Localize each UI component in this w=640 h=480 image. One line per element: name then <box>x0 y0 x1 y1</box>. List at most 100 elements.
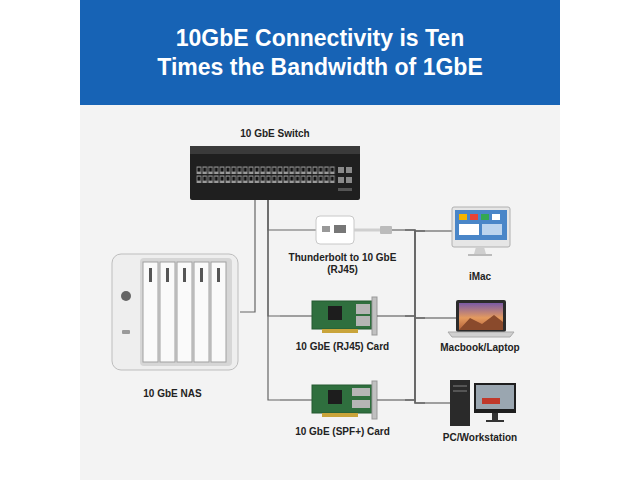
monitor-frame <box>474 383 516 413</box>
network-link <box>268 200 280 230</box>
laptop-base <box>448 332 514 337</box>
card-bracket <box>372 297 377 335</box>
adapter-cable <box>354 229 380 232</box>
bay-latch <box>183 268 186 282</box>
drive-bay <box>160 262 175 362</box>
title-text: 10GbE Connectivity is Ten Times the Band… <box>100 24 540 82</box>
switch-node: 10 GbE Switch <box>185 128 365 200</box>
app-icon <box>481 214 489 220</box>
bay-latch <box>149 268 152 282</box>
adapter-body <box>316 216 354 244</box>
screen-dune <box>459 315 503 330</box>
app-icon <box>492 214 500 220</box>
network-link <box>268 200 280 316</box>
app-window <box>482 224 502 235</box>
laptop-illustration <box>425 300 514 337</box>
node-label: iMac <box>425 271 535 283</box>
header-band <box>80 0 560 105</box>
monitor-frame <box>452 207 510 247</box>
panel-background <box>80 105 560 480</box>
pc-illustration <box>425 380 516 426</box>
node-label: Thunderbolt to 10 GbE (RJ45) <box>280 252 405 276</box>
sfp-card-illustration <box>280 381 405 419</box>
monitor-screen <box>476 385 514 409</box>
nas-front <box>140 258 232 366</box>
card-chip <box>328 306 342 320</box>
cable-plug <box>380 226 392 234</box>
drive-bay <box>177 262 192 362</box>
card-fingers <box>322 413 358 417</box>
adapter-port <box>322 226 330 232</box>
device-node: PC/Workstation <box>425 378 535 444</box>
bay-latch <box>217 268 220 282</box>
cable-stub <box>425 317 456 318</box>
card-pcb <box>312 385 372 413</box>
drive-bay <box>143 262 158 362</box>
app-icon <box>459 214 467 220</box>
network-link <box>405 316 425 403</box>
nas-illustration <box>112 254 238 370</box>
nas-logo <box>121 291 131 301</box>
sfp-port <box>346 167 352 173</box>
card-port <box>352 388 370 396</box>
screen-truck <box>482 398 500 404</box>
switch-logo <box>338 188 352 191</box>
switch-top <box>190 146 360 154</box>
network-link <box>268 200 280 400</box>
laptop-lid <box>456 300 506 332</box>
sfp-port <box>338 177 344 183</box>
node-label: PC/Workstation <box>425 432 535 444</box>
card-port <box>356 316 370 326</box>
app-window <box>459 224 479 235</box>
network-link <box>405 400 425 403</box>
node-label: 10 GbE Switch <box>185 128 365 140</box>
card-bracket <box>372 381 377 419</box>
rj45-card-illustration <box>280 297 405 335</box>
node-label: 10 GbE (RJ45) Card <box>280 341 405 353</box>
app-icon <box>470 214 478 220</box>
drive-slot <box>453 385 467 387</box>
card-fingers <box>322 329 358 333</box>
device-node: Macbook/Laptop <box>425 298 535 354</box>
cable-stub <box>377 399 405 400</box>
laptop-screen <box>459 303 503 330</box>
node-label: 10 GbE NAS <box>105 388 240 400</box>
cable-stub <box>392 229 405 230</box>
title-band: 10GbE Connectivity is Ten Times the Band… <box>80 0 560 105</box>
card-chip <box>328 390 342 404</box>
device-node: iMac <box>425 205 535 283</box>
bay-latch <box>166 268 169 282</box>
cable-stub <box>280 399 312 400</box>
network-link <box>240 200 255 312</box>
adapter-node: Thunderbolt to 10 GbE (RJ45) <box>280 212 405 276</box>
monitor-base <box>486 420 504 422</box>
node-label: 10 GbE (SPF+) Card <box>280 426 405 438</box>
switch-ports <box>196 166 335 184</box>
drive-slot <box>453 390 467 392</box>
cable-stub <box>425 402 450 403</box>
sfp-port <box>338 167 344 173</box>
bay-latch <box>200 268 203 282</box>
sfp-port <box>346 177 352 183</box>
node-label: Macbook/Laptop <box>425 342 535 354</box>
storage-node: 10 GbE NAS <box>105 250 240 400</box>
drive-bay <box>194 262 209 362</box>
imac-illustration <box>425 207 510 256</box>
switch-body <box>190 146 360 200</box>
adapter-node: 10 GbE (SPF+) Card <box>280 378 405 438</box>
nas-body <box>112 254 238 370</box>
drive-bay <box>211 262 226 362</box>
network-link <box>405 318 425 400</box>
card-pcb <box>312 301 372 329</box>
monitor-base <box>468 254 492 256</box>
switch-illustration <box>190 146 360 200</box>
card-port <box>356 304 370 314</box>
cable-stub <box>377 315 405 316</box>
cable-stub <box>280 229 316 230</box>
thunderbolt-adapter-illustration <box>280 216 405 244</box>
card-port <box>352 400 370 408</box>
cable-stub <box>280 315 312 316</box>
monitor-stand <box>474 247 486 254</box>
